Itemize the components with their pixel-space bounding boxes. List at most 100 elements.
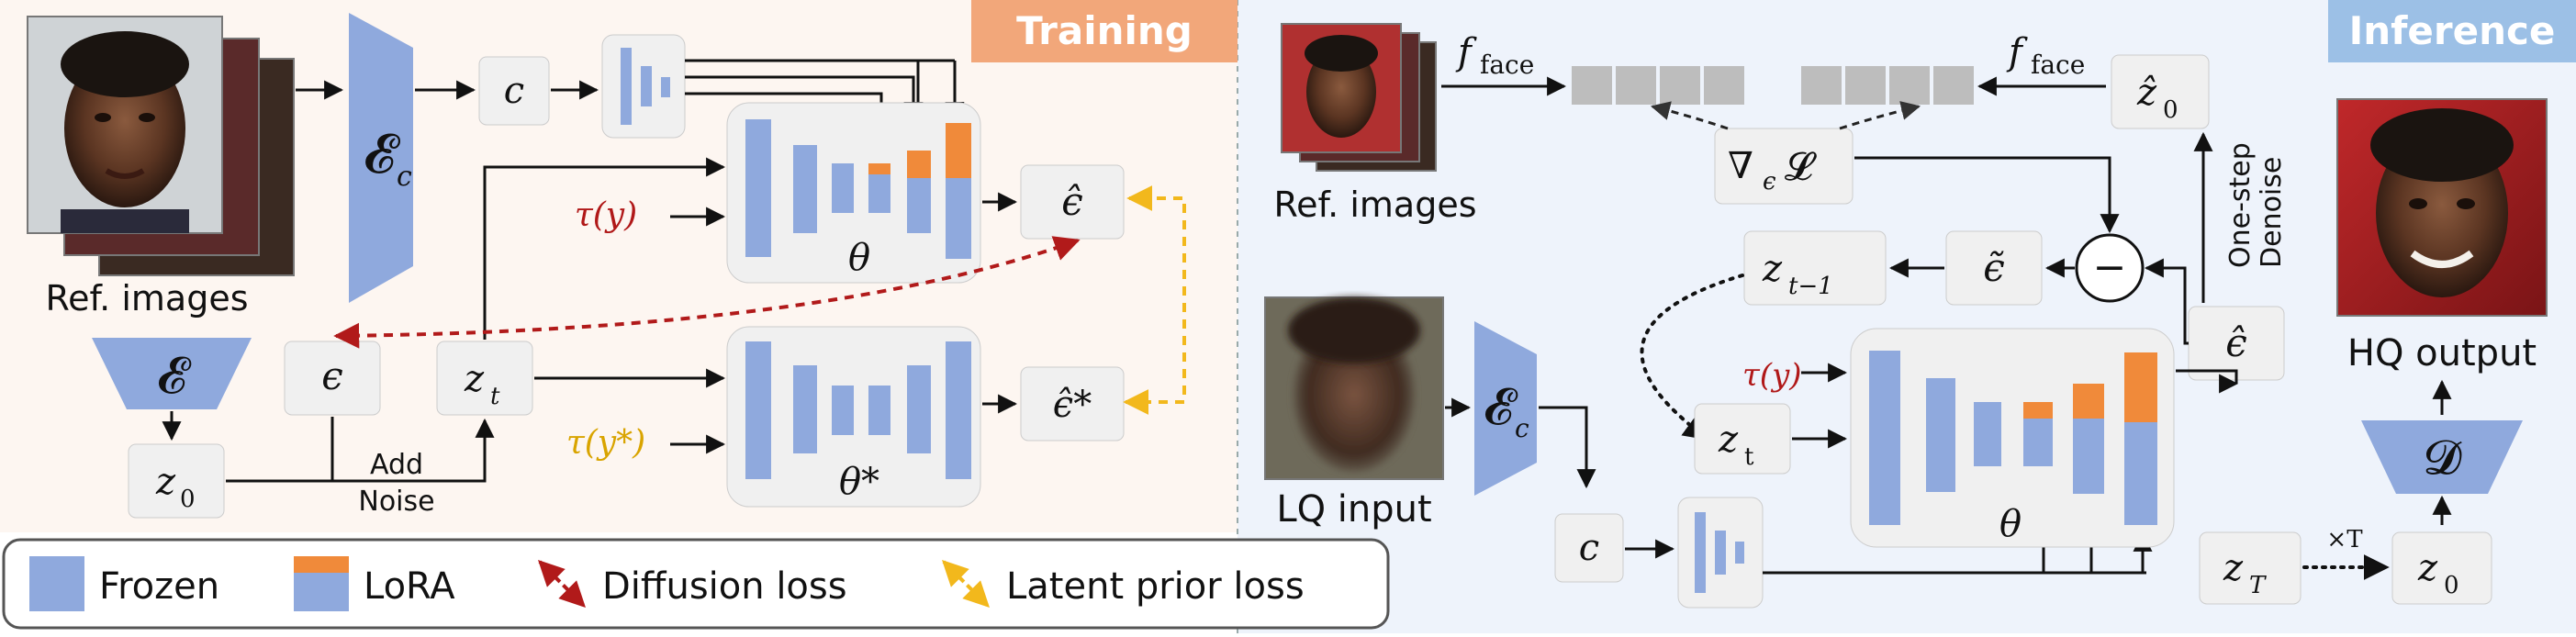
inf-unet-bar-lora — [2073, 384, 2104, 419]
inference-ec-sub: c — [1515, 413, 1529, 443]
inference-z0-hat: ẑ — [2136, 72, 2157, 114]
inference-minus-symbol: − — [2093, 244, 2127, 291]
one-step-label-1: One-step — [2224, 142, 2257, 268]
training-ec-sub: c — [397, 161, 412, 193]
training-ref-images — [27, 16, 295, 276]
unet-bar-lora — [946, 123, 971, 178]
hq-output-caption: HQ output — [2347, 332, 2537, 374]
arrow-grad-to-minus — [1854, 156, 2120, 234]
inference-minus-op — [2075, 233, 2145, 303]
training-small-encoder-bar — [621, 48, 632, 125]
inference-ref-feature-blocks — [1572, 66, 1744, 105]
inference-dec-symbol: 𝓓 — [2424, 430, 2462, 486]
one-step-label-2: Denoise — [2256, 157, 2288, 268]
unet-bar-frozen — [832, 163, 854, 213]
inference-c-label: c — [1579, 527, 1599, 569]
training-small-encoder-bar — [661, 77, 670, 97]
legend-latent-prior-loss: Latent prior loss — [1006, 565, 1305, 608]
training-theta-star-label: θ* — [839, 461, 879, 503]
training-image-encoder-ec — [349, 13, 413, 303]
training-eps-hat: ϵ̂ — [1061, 179, 1083, 224]
inference-zT-sub: T — [2249, 572, 2267, 599]
legend-lora-swatch-top — [294, 556, 349, 573]
unet-star-bar — [745, 341, 771, 479]
arrow-add-noise — [226, 418, 495, 483]
inference-ref-images — [1281, 23, 1437, 172]
training-theta-label: θ — [848, 237, 870, 279]
times-T-label: ×T — [2326, 526, 2363, 553]
inference-image-encoder-ec — [1474, 321, 1537, 496]
diffusion-loss-arrow — [333, 236, 1081, 349]
unet-star-bar — [832, 386, 854, 435]
add-noise-label-1: Add — [370, 449, 423, 481]
training-tag: Training — [1016, 8, 1193, 53]
inf-unet-bar — [1869, 351, 1900, 525]
training-z0-sub: 0 — [180, 486, 196, 513]
unet-bar-frozen — [745, 119, 771, 257]
dotted-loop-ztm1-to-zt — [1640, 274, 1744, 441]
inference-zT: z — [2223, 547, 2244, 589]
unet-bar-frozen — [946, 178, 971, 259]
unet-star-bar — [946, 341, 971, 479]
legend-lora: LoRA — [364, 565, 455, 608]
training-zt: z — [464, 358, 485, 400]
unet-star-bar — [907, 365, 931, 453]
inference-grad-L: 𝓛 — [1785, 144, 1817, 189]
inference-f-face-right-sub: face — [2031, 50, 2085, 80]
training-ref-caption: Ref. images — [45, 278, 248, 318]
inference-tag: Inference — [2349, 8, 2556, 53]
inference-z-tm1-box — [1743, 230, 1887, 306]
legend-frozen: Frozen — [99, 565, 219, 608]
inference-small-encoder-bar — [1695, 512, 1706, 593]
training-eps-box — [284, 341, 381, 416]
inference-z0-sub: 0 — [2444, 572, 2459, 599]
inference-z-tm1: z — [1762, 248, 1783, 290]
inference-zt: z — [1718, 419, 1739, 461]
inference-pred-feature-blocks — [1801, 66, 1974, 105]
unet-bar-lora — [907, 151, 931, 178]
inference-zT-box — [2199, 531, 2302, 605]
inf-unet-bar-lora — [2023, 402, 2053, 419]
dashed-grad-to-left-features — [1650, 101, 1729, 130]
inference-c-box — [1554, 513, 1624, 583]
inference-eps-tilde: ϵ̃ — [1983, 245, 2005, 290]
legend-box — [2, 538, 1390, 630]
training-tau-y: τ(y) — [575, 196, 637, 234]
inference-grad-sub: ϵ — [1763, 168, 1776, 196]
inference-z0: z — [2417, 547, 2438, 589]
inf-unet-bar — [2124, 422, 2157, 525]
training-small-encoder-bar — [641, 66, 652, 106]
inference-grad-loss-box — [1714, 128, 1854, 205]
training-eps-hat-star: ϵ̂* — [1053, 384, 1092, 426]
inference-grad: ∇ — [1728, 145, 1753, 187]
training-zt-sub: t — [490, 383, 500, 410]
inference-f-face-left-sub: face — [1480, 50, 1534, 80]
inference-theta-label: θ — [1999, 503, 2022, 545]
inf-unet-bar — [2073, 419, 2104, 494]
legend-diffusion-loss: Diffusion loss — [602, 565, 847, 608]
legend-frozen-swatch — [29, 556, 84, 611]
unet-star-bar — [793, 365, 817, 453]
unet-bar-frozen — [793, 145, 817, 233]
training-z0: z — [155, 461, 176, 503]
arrow-eps-hat-to-minus — [2144, 258, 2189, 345]
inference-tau-y: τ(y) — [1742, 357, 1802, 394]
latent-prior-loss-arrow — [1123, 185, 1186, 415]
training-tau-ystar: τ(y*) — [566, 424, 645, 462]
inference-eps-hat: ϵ̂ — [2225, 320, 2247, 365]
inference-ref-caption: Ref. images — [1273, 184, 1476, 225]
inference-vae-decoder — [2361, 420, 2523, 494]
unet-star-bar — [868, 386, 890, 435]
training-vae-encoder — [92, 338, 252, 409]
training-eps: ϵ — [321, 353, 343, 398]
inference-eps-tilde-box — [1945, 230, 2043, 306]
lq-input-caption: LQ input — [1276, 488, 1431, 531]
training-c-label: c — [504, 70, 524, 112]
training-tag-bg — [971, 0, 1238, 62]
inference-z0-hat-sub: 0 — [2163, 96, 2178, 124]
inference-small-encoder-bar — [1735, 542, 1744, 564]
lq-input-image — [1264, 296, 1444, 480]
training-z0-box — [128, 443, 225, 519]
inf-unet-bar — [1926, 378, 1955, 492]
unet-bar-frozen — [868, 174, 890, 213]
